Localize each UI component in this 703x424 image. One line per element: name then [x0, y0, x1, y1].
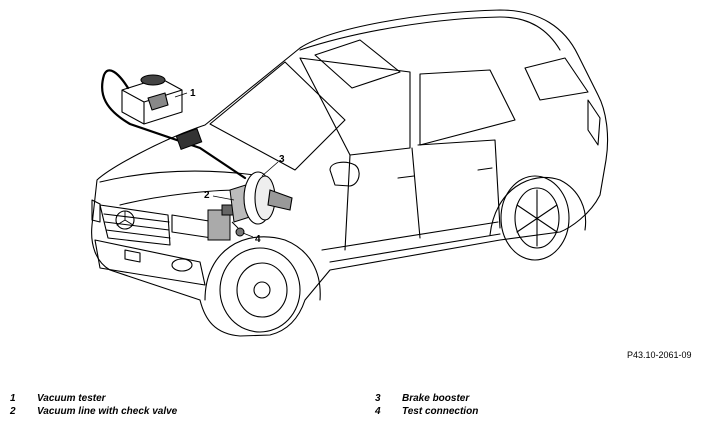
- engine-bay-components: [175, 128, 257, 241]
- legend-number: 3: [375, 393, 381, 404]
- side-sill: [321, 221, 501, 263]
- door-line-front: [344, 147, 421, 251]
- legend-label: Vacuum line with check valve: [37, 406, 178, 417]
- front-hub: [253, 281, 271, 299]
- vehicle-diagram: 1 2 3 4: [91, 9, 609, 337]
- quarter-window: [524, 57, 589, 101]
- license-plate: [124, 249, 141, 263]
- legend-label: Test connection: [402, 406, 479, 417]
- legend-number: 1: [10, 393, 16, 404]
- headlight-left: [91, 199, 101, 223]
- front-side-window: [299, 57, 411, 156]
- leader-line-3: [261, 161, 279, 177]
- sunroof: [314, 39, 401, 89]
- callout-4: 4: [255, 234, 261, 245]
- legend-left-column: 1 Vacuum tester 2 Vacuum line with check…: [10, 392, 177, 418]
- side-mirror: [329, 161, 360, 187]
- door-handles: [397, 167, 493, 179]
- car-body-outline: [91, 9, 609, 337]
- callout-1: 1: [190, 88, 196, 99]
- legend-number: 2: [10, 406, 16, 417]
- roof-rail: [299, 16, 561, 51]
- legend-label: Brake booster: [402, 393, 470, 404]
- leader-line-4: [242, 232, 254, 238]
- legend-number: 4: [375, 406, 381, 417]
- grille: [99, 204, 171, 246]
- vacuum-line: [100, 69, 247, 180]
- leader-line-1: [174, 92, 188, 98]
- rear-rim-spokes: [516, 189, 558, 247]
- front-wheel-arch: [204, 236, 321, 301]
- grille-slats: [103, 213, 171, 239]
- leader-line-2: [212, 195, 235, 201]
- door-line-rear: [417, 139, 501, 229]
- front-wheel: [219, 247, 301, 333]
- figure-reference-code: P43.10-2061-09: [627, 350, 692, 360]
- test-connection: [231, 221, 245, 237]
- legend-item: 4 Test connection: [375, 405, 478, 418]
- windshield: [209, 61, 346, 171]
- callout-2: 2: [204, 190, 210, 201]
- rear-side-window: [419, 69, 516, 146]
- legend-item: 1 Vacuum tester: [10, 392, 177, 405]
- taillight: [587, 99, 601, 146]
- legend-label: Vacuum tester: [37, 393, 106, 404]
- front-brake-disc: [236, 262, 288, 318]
- fog-light: [171, 258, 193, 272]
- vacuum-tester: [121, 74, 183, 125]
- legend-item: 2 Vacuum line with check valve: [10, 405, 177, 418]
- rear-wheel: [500, 175, 570, 261]
- callout-3: 3: [279, 154, 285, 165]
- legend-right-column: 3 Brake booster 4 Test connection: [375, 392, 478, 418]
- front-bumper: [94, 239, 206, 286]
- legend-item: 3 Brake booster: [375, 392, 478, 405]
- rear-wheel-arch: [489, 176, 587, 236]
- rear-rim: [514, 187, 560, 249]
- brake-booster: [243, 171, 293, 225]
